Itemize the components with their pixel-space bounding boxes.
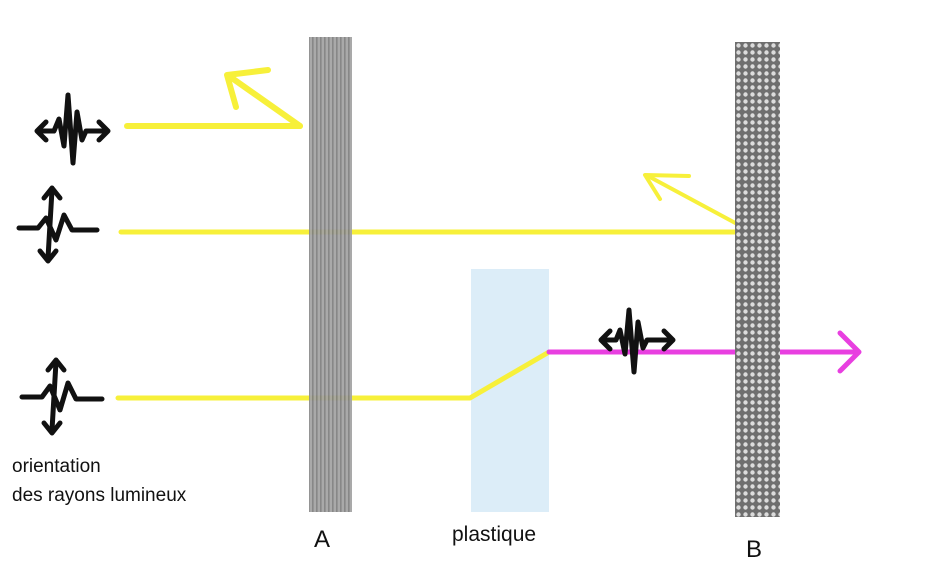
filter-b-label: B — [746, 536, 763, 563]
horizontal-polarization-icon — [34, 92, 111, 166]
vertical-polarization-icon — [16, 185, 100, 264]
ray-1-reflected-by-a — [124, 67, 303, 129]
filter-b — [735, 42, 780, 517]
vertical-polarization-icon-2 — [19, 357, 105, 436]
ray-3-through-plastic — [115, 330, 862, 401]
filter-a — [309, 37, 352, 512]
plastic-label: plastique — [452, 523, 537, 546]
horizontal-polarization-transmitted-icon — [598, 307, 676, 375]
ray-2-reflected-by-b — [118, 173, 755, 235]
orientation-caption: orientation des rayons lumineux — [12, 452, 186, 510]
caption-line-1: orientation — [12, 456, 101, 477]
caption-line-2: des rayons lumineux — [12, 485, 187, 506]
filter-a-label: A — [314, 526, 331, 553]
